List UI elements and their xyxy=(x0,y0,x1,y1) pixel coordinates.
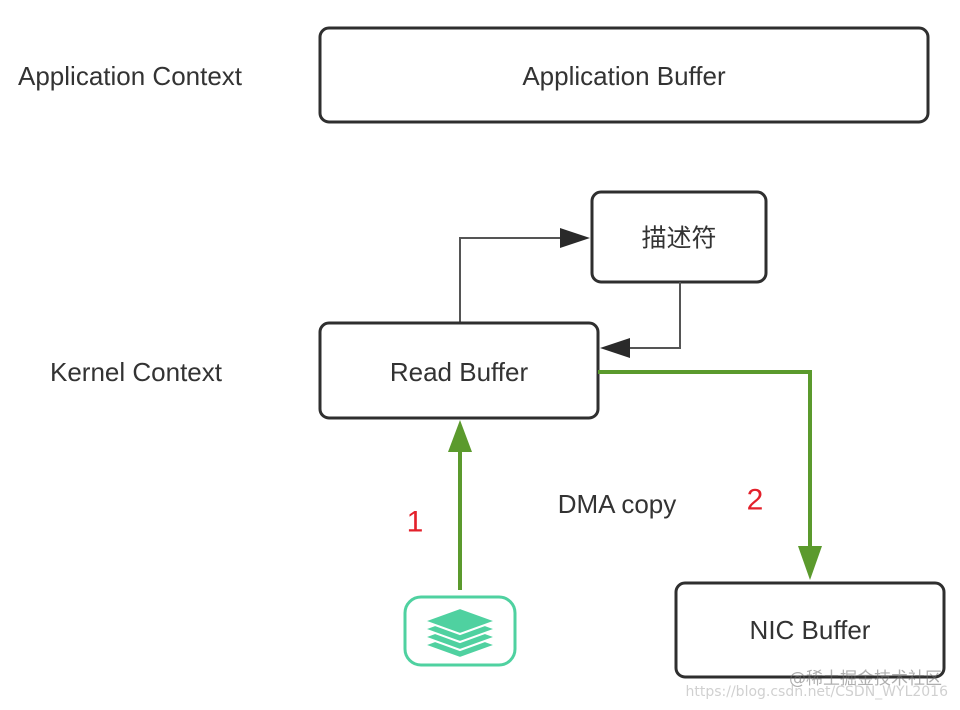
descriptor-to-read-buffer-line xyxy=(624,282,681,349)
descriptor-to-read-buffer-arrow xyxy=(600,282,681,358)
application-buffer-label: Application Buffer xyxy=(522,61,726,91)
disk-to-read-buffer-arrowhead xyxy=(448,420,472,452)
read-buffer-box: Read Buffer xyxy=(318,321,600,420)
nic-buffer-label: NIC Buffer xyxy=(750,615,871,645)
descriptor-to-read-buffer-arrowhead xyxy=(600,338,630,358)
read-buffer-to-nic-buffer-arrowhead xyxy=(798,546,822,580)
disk-stack-icon xyxy=(403,595,517,667)
descriptor-box: 描述符 xyxy=(590,190,768,284)
read-buffer-to-descriptor-line xyxy=(459,237,566,323)
application-buffer-box: Application Buffer xyxy=(318,26,930,124)
descriptor-label: 描述符 xyxy=(641,224,716,253)
disk-icon-layer xyxy=(421,606,499,636)
nic-buffer-frame xyxy=(674,581,946,679)
csdn-watermark: https://blog.csdn.net/CSDN_WYL2016 xyxy=(686,684,949,700)
read-buffer-label: Read Buffer xyxy=(390,357,529,387)
step-1-label: 1 xyxy=(407,506,424,539)
read-buffer-to-descriptor-arrow xyxy=(459,228,590,323)
kernel-context-label: Kernel Context xyxy=(50,357,223,387)
nic-buffer-box: NIC Buffer xyxy=(674,581,946,679)
read-buffer-to-nic-buffer-line xyxy=(598,370,812,552)
application-buffer-frame xyxy=(318,26,930,124)
step-2-label: 2 xyxy=(747,484,764,517)
disk-to-read-buffer-arrow xyxy=(448,420,472,590)
read-buffer-to-nic-buffer-arrow xyxy=(598,370,822,580)
read-buffer-to-descriptor-arrowhead xyxy=(560,228,590,248)
dma-copy-label: DMA copy xyxy=(558,489,677,519)
application-context-label: Application Context xyxy=(18,61,243,91)
juejin-watermark: @稀土掘金技术社区 xyxy=(789,669,942,689)
